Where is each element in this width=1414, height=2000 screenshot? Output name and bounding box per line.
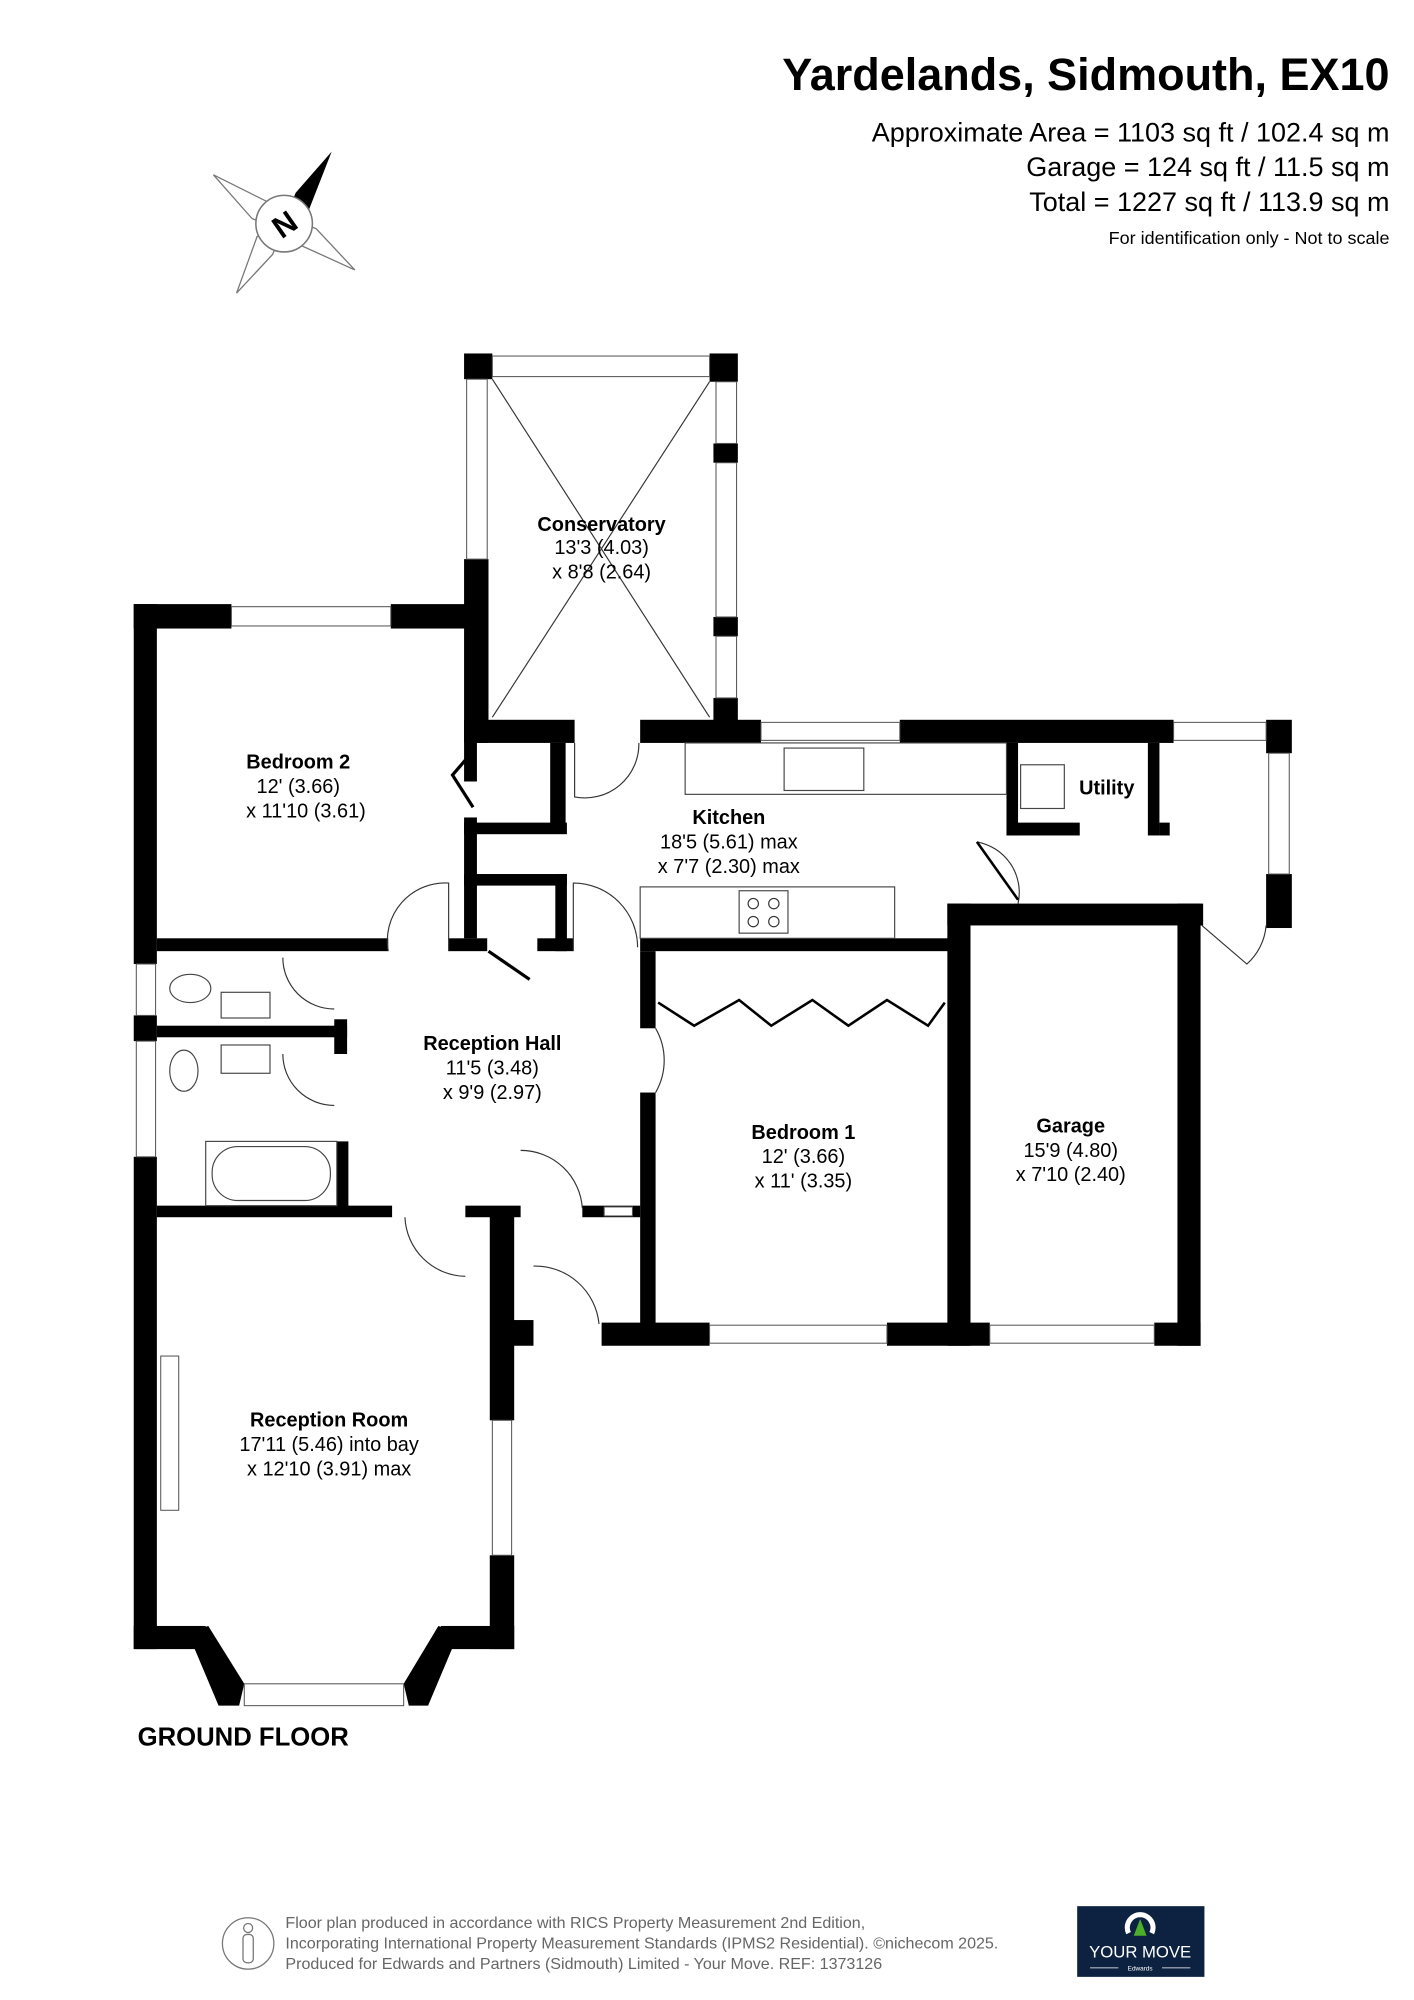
room-name: Utility xyxy=(1079,777,1134,799)
room-name: Bedroom 1 xyxy=(751,1122,855,1144)
room-dimension: x 8'8 (2.64) xyxy=(552,561,651,583)
walls xyxy=(133,353,1292,1706)
basin-icon xyxy=(220,991,271,1019)
room-reception-hall: Reception Hall 11'5 (3.48) x 9'9 (2.97) xyxy=(423,1033,561,1104)
room-dimension: 12' (3.66) xyxy=(257,776,340,798)
room-name: Reception Room xyxy=(250,1410,408,1432)
room-conservatory: Conservatory 13'3 (4.03) x 8'8 (2.64) xyxy=(537,514,665,584)
room-dimension: 17'11 (5.46) into bay xyxy=(239,1434,418,1456)
room-utility: Utility xyxy=(1079,777,1134,799)
room-name: Conservatory xyxy=(537,514,665,536)
room-kitchen: Kitchen 18'5 (5.61) max x 7'7 (2.30) max xyxy=(658,807,800,878)
footer: Floor plan produced in accordance with R… xyxy=(221,1906,1205,1977)
room-name: Reception Hall xyxy=(423,1033,561,1055)
utility-sink-icon xyxy=(1020,764,1065,810)
room-dimension: 15'9 (4.80) xyxy=(1023,1140,1118,1162)
logo-text: YOUR MOVE xyxy=(1089,1943,1191,1962)
your-move-logo: YOUR MOVE Edwards xyxy=(1077,1906,1205,1977)
total-area: Total = 1227 sq ft / 113.9 sq m xyxy=(1029,187,1389,217)
toilet-icon xyxy=(169,1049,199,1092)
toilet-icon xyxy=(169,973,212,1004)
room-dimension: x 9'9 (2.97) xyxy=(443,1082,542,1104)
room-dimension: 18'5 (5.61) max xyxy=(660,831,798,853)
property-title: Yardelands, Sidmouth, EX10 xyxy=(782,49,1389,100)
logo-subtext: Edwards xyxy=(1128,1965,1153,1972)
room-dimension: x 11'10 (3.61) xyxy=(246,800,366,822)
room-dimension: 13'3 (4.03) xyxy=(554,537,649,559)
footer-line-3: Produced for Edwards and Partners (Sidmo… xyxy=(285,1955,882,1973)
basin-icon xyxy=(220,1044,271,1074)
footer-line-2: Incorporating International Property Mea… xyxy=(285,1935,998,1953)
floor-label: GROUND FLOOR xyxy=(138,1724,350,1752)
fixtures xyxy=(169,378,1267,1324)
footer-line-1: Floor plan produced in accordance with R… xyxy=(285,1914,865,1932)
room-name: Kitchen xyxy=(692,807,765,829)
person-icon xyxy=(221,1917,275,1970)
room-bedroom-2: Bedroom 2 12' (3.66) x 11'10 (3.61) xyxy=(246,752,366,823)
room-name: Bedroom 2 xyxy=(246,752,350,774)
room-garage: Garage 15'9 (4.80) x 7'10 (2.40) xyxy=(1016,1115,1126,1186)
room-bedroom-1: Bedroom 1 12' (3.66) x 11' (3.35) xyxy=(751,1122,855,1193)
room-dimension: 12' (3.66) xyxy=(762,1146,845,1168)
room-dimension: 11'5 (3.48) xyxy=(446,1058,539,1080)
hob-icon xyxy=(738,890,789,934)
room-dimension: x 11' (3.35) xyxy=(755,1171,852,1193)
sink-icon xyxy=(783,747,865,792)
garage-area: Garage = 124 sq ft / 11.5 sq m xyxy=(1026,152,1389,182)
room-reception-room: Reception Room 17'11 (5.46) into bay x 1… xyxy=(239,1410,418,1481)
windows xyxy=(135,355,1290,1707)
room-name: Garage xyxy=(1036,1115,1105,1137)
room-dimension: x 7'7 (2.30) max xyxy=(658,856,800,878)
room-dimension: x 12'10 (3.91) max xyxy=(247,1459,411,1481)
approximate-area: Approximate Area = 1103 sq ft / 102.4 sq… xyxy=(872,117,1390,147)
disclaimer: For identification only - Not to scale xyxy=(1109,228,1390,248)
compass-icon: N xyxy=(212,151,356,294)
room-dimension: x 7'10 (2.40) xyxy=(1016,1164,1126,1186)
